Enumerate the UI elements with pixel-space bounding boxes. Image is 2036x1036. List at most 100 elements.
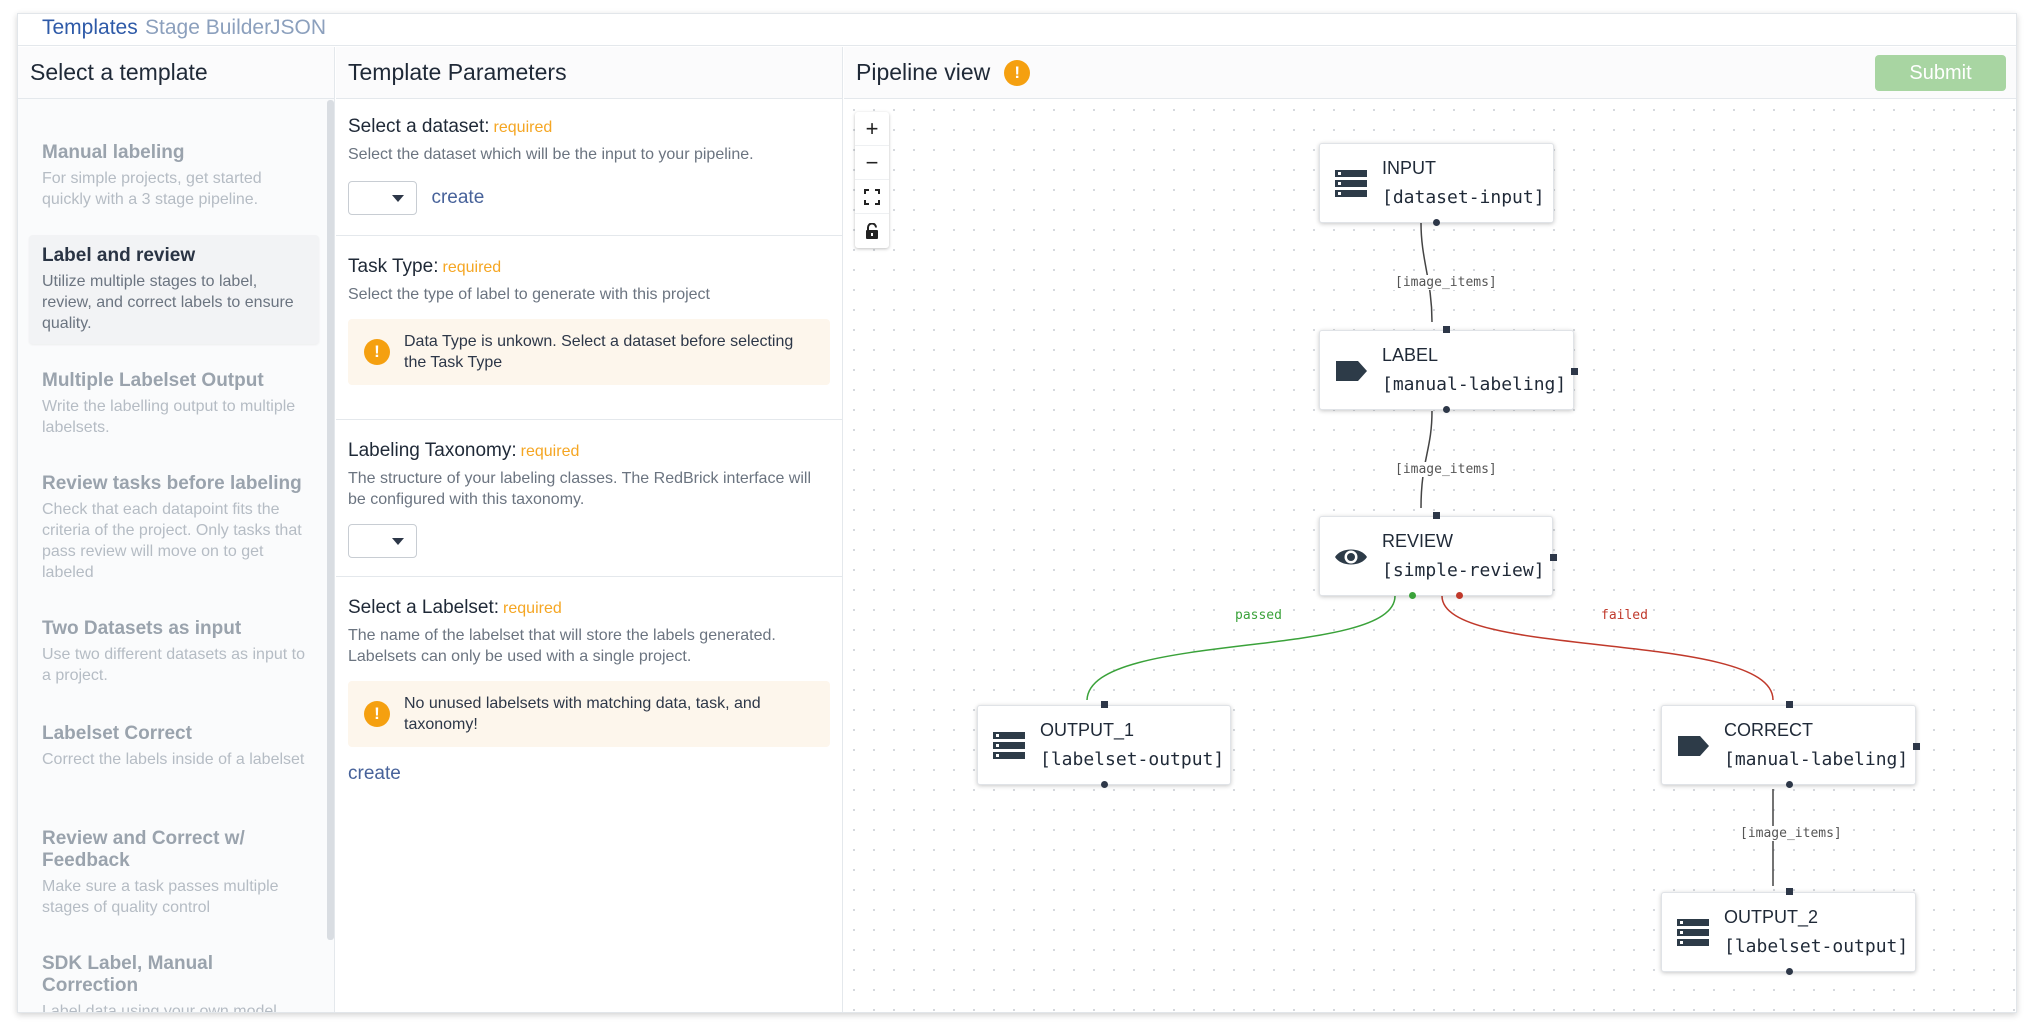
required-tag: required (520, 443, 580, 460)
dataset-select[interactable] (348, 181, 417, 215)
fit-view-icon (864, 188, 880, 205)
zoom-in-button[interactable]: + (855, 112, 889, 146)
node-output-1[interactable]: OUTPUT_1 [labelset-output] (977, 701, 1231, 788)
template-item-two-datasets[interactable]: Two Datasets as input Use two different … (29, 608, 319, 696)
dataset-label: Select a dataset: (348, 116, 490, 137)
side-port[interactable] (1550, 554, 1557, 561)
node-stage: [dataset-input] (1382, 187, 1545, 208)
plus-icon: + (865, 115, 879, 141)
template-item-sdk-label[interactable]: SDK Label, Manual Correction Label data … (29, 943, 319, 1012)
create-labelset-link[interactable]: create (348, 763, 401, 784)
templates-panel: Select a template Manual labeling For si… (18, 47, 335, 1012)
output-port[interactable] (1433, 219, 1440, 226)
template-list-scrollbar[interactable] (327, 100, 334, 940)
pipeline-canvas[interactable]: [image_items] [image_items] passed faile… (844, 100, 2016, 1012)
tab-templates[interactable]: Templates (42, 16, 138, 39)
labelset-warning-text: No unused labelsets with matching data, … (404, 695, 761, 733)
label-tag-icon (1678, 736, 1709, 756)
output-port[interactable] (1443, 406, 1450, 413)
template-item-title: Review tasks before labeling (42, 473, 302, 494)
template-item-title: Label and review (42, 245, 196, 266)
template-item-desc: Check that each datapoint fits the crite… (42, 501, 302, 581)
edge-label: [image_items] (1738, 826, 1844, 841)
template-item-title: Two Datasets as input (42, 618, 242, 639)
template-item-desc: Write the labelling output to multiple l… (42, 398, 296, 436)
eye-icon (1335, 549, 1367, 565)
labelset-warning: ! No unused labelsets with matching data… (348, 681, 830, 747)
task-type-section: Task Type:required Select the type of la… (336, 236, 842, 420)
output-port[interactable] (1786, 781, 1793, 788)
edge-label-failed: failed (1599, 608, 1650, 623)
template-item-multiple-labelset-output[interactable]: Multiple Labelset Output Write the label… (29, 360, 319, 448)
zoom-out-button[interactable]: − (855, 146, 889, 180)
template-item-labelset-correct[interactable]: Labelset Correct Correct the labels insi… (29, 713, 319, 780)
passed-port[interactable] (1409, 592, 1416, 599)
taxonomy-select[interactable] (348, 524, 417, 558)
template-item-manual-labeling[interactable]: Manual labeling For simple projects, get… (29, 132, 319, 220)
pipeline-panel: Pipeline view ! Submit [image_items] [im… (844, 47, 2016, 1012)
side-port[interactable] (1913, 743, 1920, 750)
node-title: LABEL (1382, 345, 1439, 365)
top-tabs: Templates Stage Builder JSON (18, 14, 2016, 46)
storage-icon (1335, 170, 1367, 197)
dataset-description: Select the dataset which will be the inp… (348, 146, 754, 163)
pipeline-header: Pipeline view ! Submit (844, 47, 2016, 99)
template-item-desc: For simple projects, get started quickly… (42, 170, 262, 208)
template-item-desc: Label data using your own model (42, 1003, 277, 1012)
taxonomy-section: Labeling Taxonomy:required The structure… (336, 420, 842, 577)
template-item-desc: Utilize multiple stages to label, review… (42, 273, 294, 332)
node-input[interactable]: INPUT [dataset-input] (1319, 143, 1554, 226)
task-type-label: Task Type: (348, 256, 439, 277)
template-item-title: SDK Label, Manual Correction (42, 953, 214, 996)
labelset-section: Select a Labelset:required The name of t… (336, 577, 842, 797)
template-item-desc: Use two different datasets as input to a… (42, 646, 305, 684)
node-output-2[interactable]: OUTPUT_2 [labelset-output] (1661, 888, 1916, 975)
labelset-label: Select a Labelset: (348, 597, 500, 618)
output-port[interactable] (1101, 781, 1108, 788)
warning-icon[interactable]: ! (1004, 59, 1031, 86)
required-tag: required (503, 600, 562, 617)
input-port[interactable] (1433, 512, 1440, 519)
node-label[interactable]: LABEL [manual-labeling] (1319, 326, 1578, 413)
edge-label: [image_items] (1393, 275, 1499, 290)
dataset-section: Select a dataset:required Select the dat… (336, 100, 842, 236)
node-correct[interactable]: CORRECT [manual-labeling] (1661, 701, 1920, 788)
edge-label-passed: passed (1233, 608, 1284, 623)
task-type-warning: ! Data Type is unkown. Select a dataset … (348, 319, 830, 385)
fit-view-button[interactable] (855, 180, 889, 214)
edge-review-correct (1441, 595, 1774, 701)
node-stage: [labelset-output] (1040, 749, 1225, 770)
lock-button[interactable] (855, 214, 889, 248)
tab-stage-builder[interactable]: Stage Builder (145, 16, 272, 39)
input-port[interactable] (1443, 326, 1450, 333)
node-title: OUTPUT_1 (1040, 720, 1135, 740)
node-title: CORRECT (1724, 720, 1813, 740)
template-item-title: Labelset Correct (42, 723, 192, 744)
template-item-review-before-labeling[interactable]: Review tasks before labeling Check that … (29, 463, 319, 593)
input-port[interactable] (1786, 701, 1793, 708)
chevron-down-icon (392, 538, 404, 545)
output-port[interactable] (1786, 968, 1793, 975)
warning-icon: ! (364, 701, 390, 727)
edge-label: [image_items] (1393, 462, 1499, 477)
storage-icon (1677, 919, 1709, 946)
templates-panel-title: Select a template (18, 47, 334, 99)
failed-port[interactable] (1456, 592, 1463, 599)
input-port[interactable] (1101, 701, 1108, 708)
node-review[interactable]: REVIEW [simple-review] (1319, 512, 1557, 599)
required-tag: required (442, 259, 502, 276)
side-port[interactable] (1571, 368, 1578, 375)
input-port[interactable] (1786, 888, 1793, 895)
tab-json[interactable]: JSON (270, 16, 327, 39)
template-item-title: Multiple Labelset Output (42, 370, 264, 391)
pipeline-title: Pipeline view (856, 59, 991, 85)
task-type-description: Select the type of label to generate wit… (348, 286, 710, 303)
template-item-label-and-review[interactable]: Label and review Utilize multiple stages… (29, 235, 319, 344)
template-item-review-correct-feedback[interactable]: Review and Correct w/ Feedback Make sure… (29, 818, 319, 928)
parameters-panel-title: Template Parameters (336, 47, 842, 99)
app-frame: Templates Stage Builder JSON Select a te… (17, 13, 2017, 1013)
node-title: INPUT (1382, 158, 1436, 178)
submit-button[interactable]: Submit (1875, 55, 2006, 91)
create-dataset-link[interactable]: create (431, 187, 485, 208)
task-type-warning-text: Data Type is unkown. Select a dataset be… (404, 333, 794, 371)
